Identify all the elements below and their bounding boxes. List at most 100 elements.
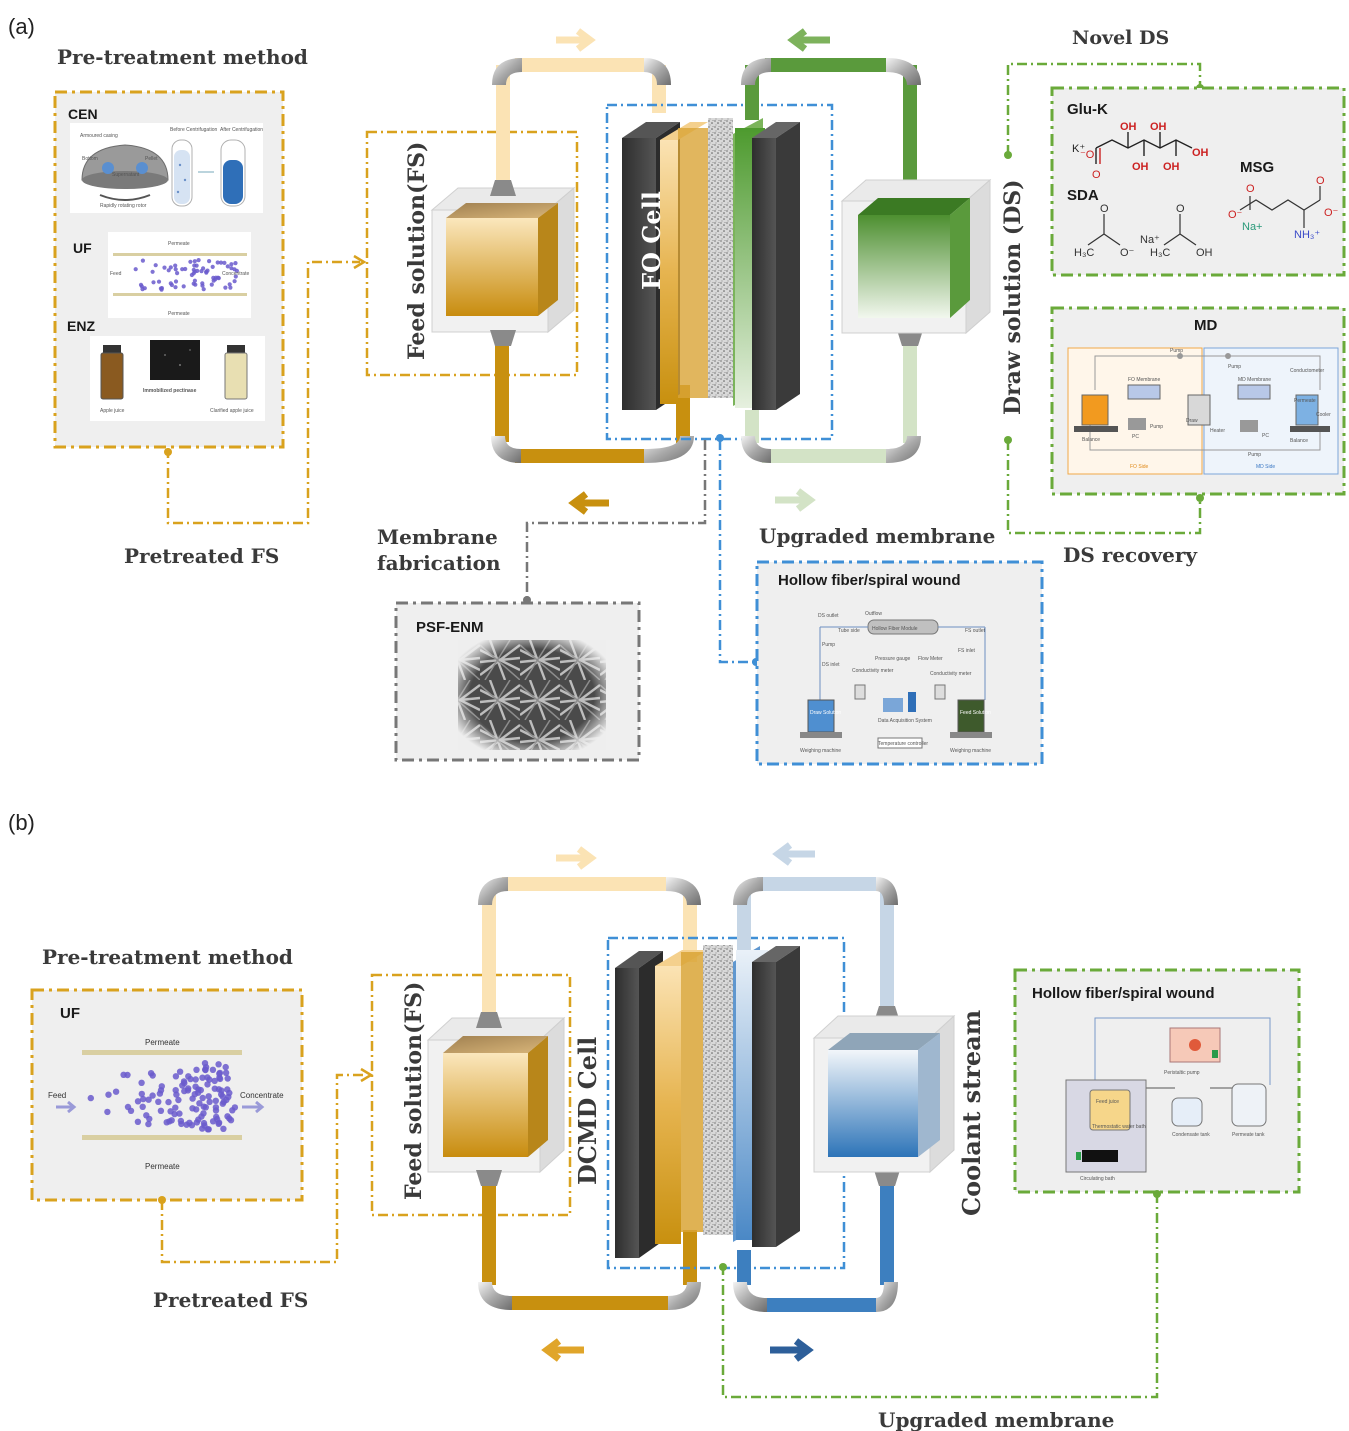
uf-particles-b: [87, 1060, 239, 1133]
particle: [200, 1119, 208, 1127]
particle: [222, 1069, 230, 1077]
cen-text-6: Rapidly rotating rotor: [100, 203, 147, 209]
particle: [138, 1079, 145, 1087]
tank-nozzle: [897, 330, 923, 346]
hollow-fiber-schematic-b: Peristaltic pump Feed juice Condensate t…: [1065, 1017, 1271, 1182]
flow-arrow-right-icon: [556, 28, 596, 52]
hf-text-2: Tube side: [838, 628, 860, 634]
connector-dot: [1004, 151, 1012, 159]
feed-pipe-up-b: [482, 890, 496, 1018]
md-text-1: Pump: [1228, 364, 1241, 370]
particle: [149, 1092, 156, 1099]
novel-ds-title: Novel DS: [1072, 27, 1169, 49]
enz-illustration: Immobilized pectinase Apple juice Clarif…: [90, 336, 265, 421]
particle: [104, 1108, 111, 1116]
cen-text-1: Before Centrifugation: [170, 127, 217, 133]
particle: [233, 261, 238, 266]
particle: [209, 1066, 217, 1074]
hfb-text-4: Thermostatic water bath: [1092, 1124, 1146, 1130]
particle: [185, 1073, 192, 1080]
particle: [112, 1088, 120, 1095]
hf-text-17: Weighing machine: [950, 748, 991, 754]
flow-arrow-right-icon: [775, 488, 816, 512]
particle: [201, 287, 206, 292]
feed-pipe-bottom: [515, 449, 645, 463]
particle: [225, 264, 230, 269]
uf-particles: [133, 258, 239, 292]
particle: [216, 1070, 223, 1078]
particle: [157, 1107, 165, 1115]
particle: [200, 283, 205, 288]
svg-text:H₃C: H₃C: [1074, 247, 1094, 259]
coolant-stream-label: Coolant stream: [957, 1010, 986, 1216]
particle: [222, 260, 227, 265]
particle: [167, 1108, 174, 1115]
draw-pipe-down: [903, 65, 917, 187]
md-text-13: Balance: [1290, 438, 1308, 444]
particle: [147, 1070, 155, 1077]
uf-label: UF: [73, 240, 92, 256]
particle: [226, 1089, 233, 1097]
concentrate-arrow-icon: [242, 1100, 265, 1114]
particle: [165, 1098, 172, 1106]
pretreatment-title-b: Pre-treatment method: [42, 945, 293, 969]
flow-arrow-left-icon: [772, 842, 815, 866]
particle: [197, 1086, 204, 1094]
elbow: [491, 436, 521, 463]
particle: [218, 260, 224, 265]
md-text-15: Pump: [1248, 452, 1261, 458]
elbow: [741, 58, 771, 85]
feed-pipe-return-down-b: [482, 1180, 496, 1285]
particle: [223, 285, 228, 290]
particle: [192, 1076, 199, 1083]
particle: [207, 259, 212, 264]
elbow: [876, 1282, 898, 1312]
glu-k-structure-icon: K⁺ ⁻O O OH OH OH OH OH: [1072, 121, 1209, 181]
dcmd-cell: [615, 945, 800, 1258]
elbow: [644, 436, 694, 463]
sem-image-vignette: [458, 640, 606, 750]
uf-label-b: UF: [60, 1005, 80, 1022]
particle: [219, 1093, 226, 1100]
feed-solution-label-b: Feed solution(FS): [401, 982, 427, 1200]
particle: [188, 259, 193, 264]
svg-text:Na⁺: Na⁺: [1140, 234, 1160, 246]
uf-permeate-top: Permeate: [168, 241, 190, 247]
tank-nozzle: [874, 1170, 900, 1186]
panel-b: (b) Pre-treatment method UF Permeate Per…: [8, 810, 1301, 1431]
feed-pipe-down-b: [683, 890, 697, 962]
particle: [120, 1071, 127, 1079]
cen-text-3: Bottom: [82, 156, 98, 162]
hf-text-16: Temperature controller: [878, 741, 928, 747]
hf-text-12: Data Acquisition System: [878, 718, 932, 724]
particle: [138, 1090, 145, 1098]
md-text-10: PC: [1262, 433, 1269, 439]
connector-dot: [1153, 1190, 1161, 1198]
centrifuge-illustration: Armoured casing Before Centrifugation Af…: [70, 123, 263, 213]
particle: [216, 1075, 224, 1083]
elbow: [733, 1282, 767, 1312]
particle: [195, 268, 200, 273]
sda-label: SDA: [1067, 187, 1099, 204]
dcmd-cell-label: DCMD Cell: [573, 1037, 602, 1185]
particle: [166, 268, 171, 273]
upgraded-membrane-connector: [718, 440, 756, 664]
uf-permeate-top-b: Permeate: [145, 1038, 180, 1047]
particle: [211, 1077, 218, 1085]
feed-tank-b: [426, 1016, 566, 1174]
feed-pipe-bottom-b: [510, 1296, 670, 1310]
pretreated-fs-label-b: Pretreated FS: [153, 1288, 308, 1312]
particle: [158, 286, 163, 291]
elbow: [733, 877, 763, 905]
particle: [124, 1103, 132, 1111]
particle: [172, 1104, 179, 1111]
hfb-text-2: Condensate tank: [1172, 1132, 1210, 1138]
hf-text-10: Conductivity meter: [852, 668, 894, 674]
particle: [204, 1081, 211, 1088]
feed-solution-label: Feed solution(FS): [404, 142, 430, 360]
particle: [206, 1098, 213, 1106]
md-text-3: FO Membrane: [1128, 377, 1160, 383]
fo-cell: [622, 118, 800, 410]
svg-text:O: O: [1316, 175, 1325, 187]
